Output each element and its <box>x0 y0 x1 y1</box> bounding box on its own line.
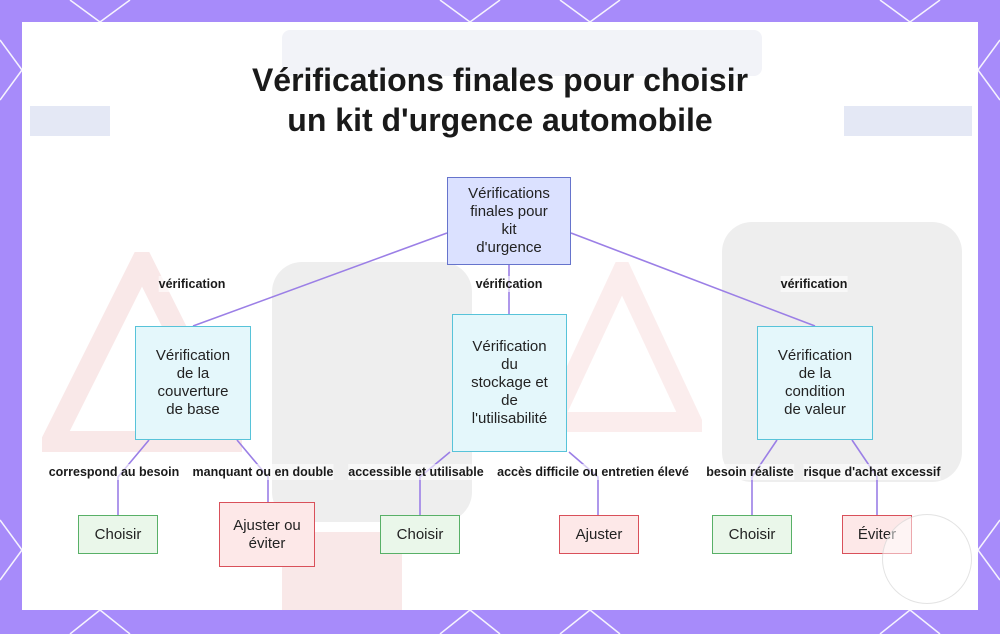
outcome-text: Choisir <box>397 526 444 544</box>
check-line: de la <box>156 365 230 383</box>
edge-label-yes-3: besoin réaliste <box>706 464 794 480</box>
root-line: finales pour <box>468 203 550 221</box>
check-line: de <box>471 392 548 410</box>
outcome-choose-1: Choisir <box>78 515 158 554</box>
check-line: l'utilisabilité <box>471 410 548 428</box>
edge-label-yes-2: accessible et utilisable <box>348 464 484 480</box>
check-line: condition <box>778 383 852 401</box>
check-line: couverture <box>156 383 230 401</box>
connector-edge <box>571 233 815 326</box>
check-line: Vérification <box>156 347 230 365</box>
check-line: de base <box>156 401 230 419</box>
edge-label-check-3: vérification <box>781 276 848 292</box>
edge-label-no-1: manquant ou en double <box>193 464 334 480</box>
connector-edge <box>569 452 598 515</box>
check-node-storage: Vérification du stockage et de l'utilisa… <box>452 314 567 452</box>
check-line: du <box>471 356 548 374</box>
outcome-text: Choisir <box>95 526 142 544</box>
check-node-value: Vérification de la condition de valeur <box>757 326 873 440</box>
outcome-text: Ajuster <box>576 526 623 544</box>
check-line: Vérification <box>471 338 548 356</box>
outcome-text: éviter <box>233 535 301 553</box>
root-node: Vérifications finales pour kit d'urgence <box>447 177 571 265</box>
edge-label-check-1: vérification <box>159 276 226 292</box>
connector-edge <box>193 233 447 326</box>
root-line: kit <box>468 221 550 239</box>
outcome-adjust: Ajuster <box>559 515 639 554</box>
outcome-text: Choisir <box>729 526 776 544</box>
edge-label-yes-1: correspond au besoin <box>49 464 180 480</box>
root-line: d'urgence <box>468 239 550 257</box>
edge-label-no-2: accès difficile ou entretien élevé <box>497 464 689 480</box>
check-line: de valeur <box>778 401 852 419</box>
outcome-text: Ajuster ou <box>233 517 301 535</box>
check-line: de la <box>778 365 852 383</box>
outcome-adjust-or-avoid: Ajuster ou éviter <box>219 502 315 567</box>
edge-label-no-3: risque d'achat excessif <box>803 464 940 480</box>
edge-label-check-2: vérification <box>476 276 543 292</box>
outcome-choose-3: Choisir <box>712 515 792 554</box>
check-line: stockage et <box>471 374 548 392</box>
diagram-card: Vérifications finales pour choisir un ki… <box>22 22 978 610</box>
root-line: Vérifications <box>468 185 550 203</box>
check-line: Vérification <box>778 347 852 365</box>
check-node-coverage: Vérification de la couverture de base <box>135 326 251 440</box>
watermark-badge <box>882 514 972 604</box>
connector-edge <box>420 452 450 515</box>
outcome-choose-2: Choisir <box>380 515 460 554</box>
